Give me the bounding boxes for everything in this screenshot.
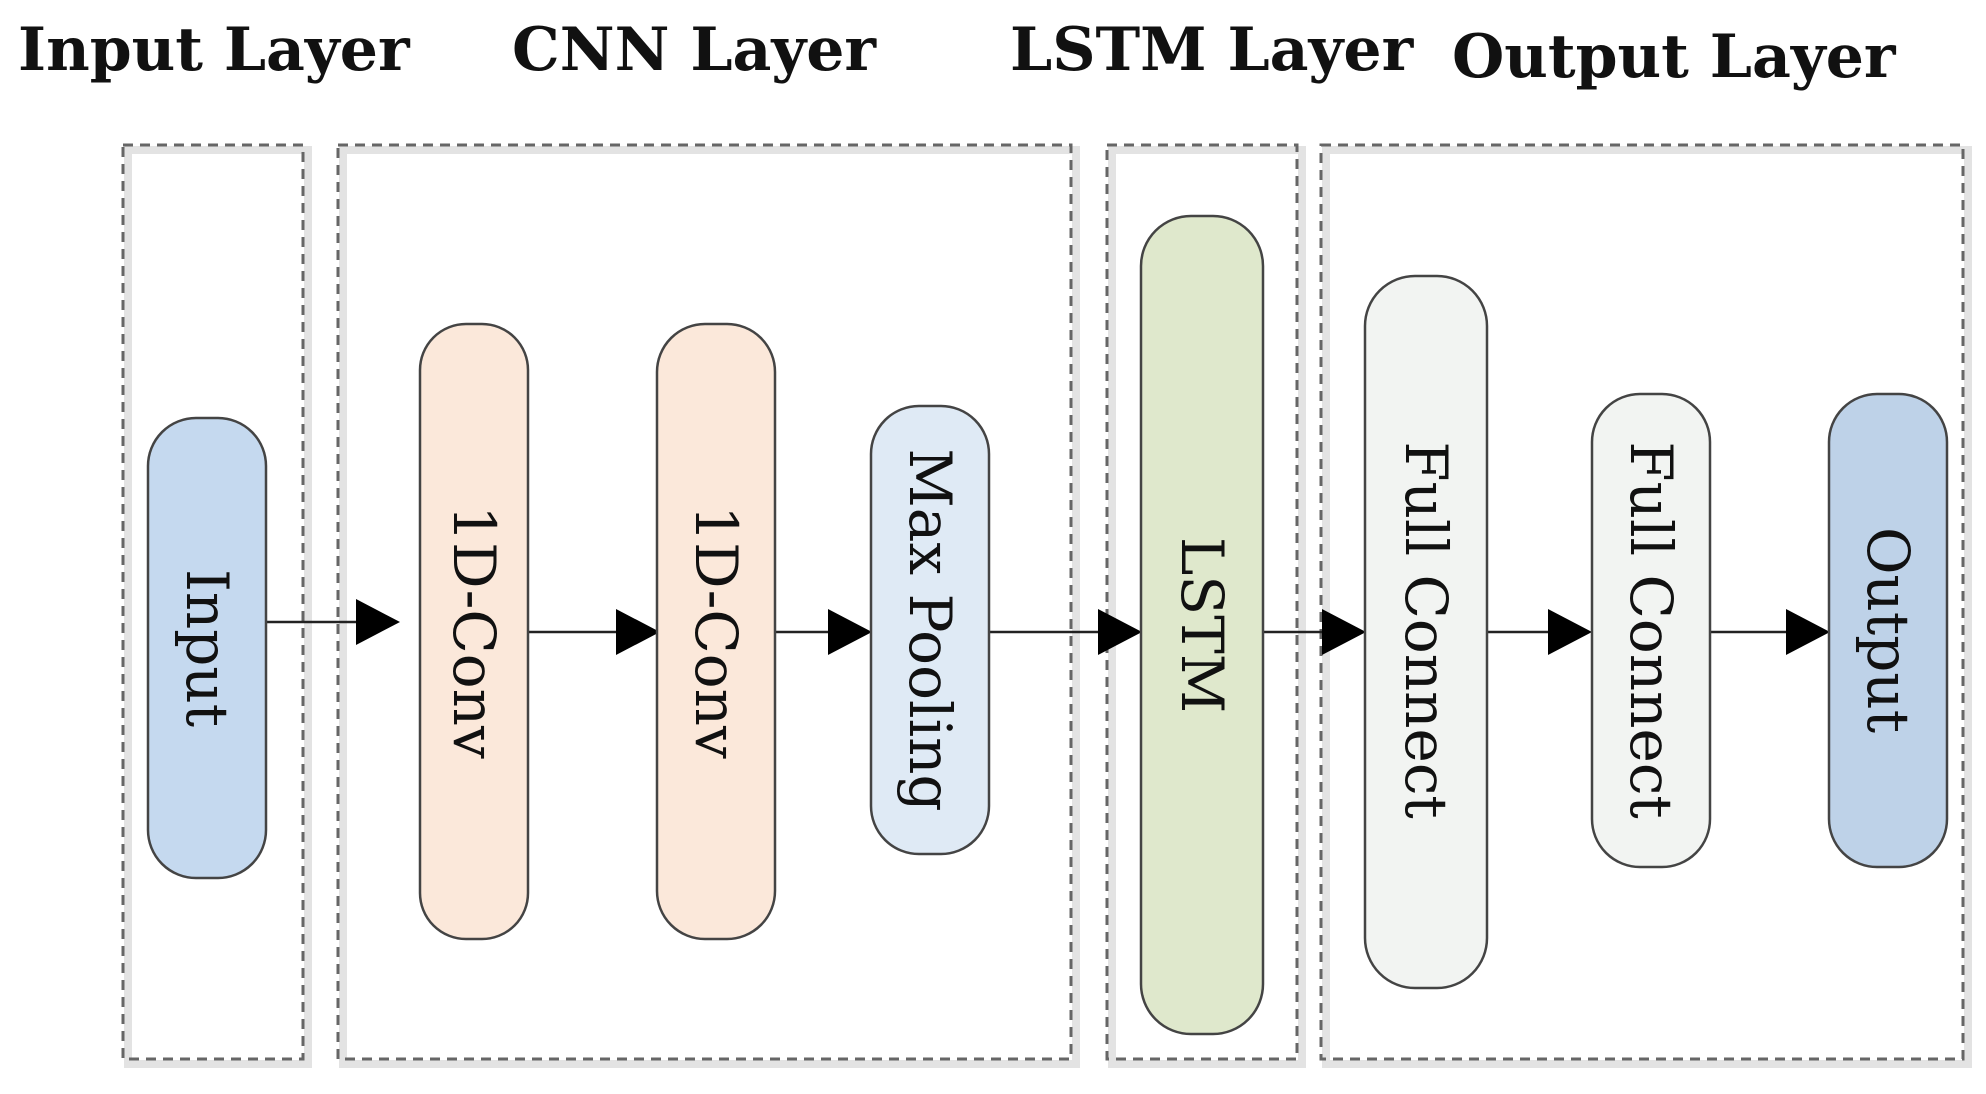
group-output-layer [1319, 143, 1972, 1068]
heading-cnn-layer: CNN Layer [512, 15, 877, 85]
node-input-shape [146, 416, 268, 880]
node-maxpool-label: Max Pooling [896, 448, 964, 811]
heading-lstm-layer: LSTM Layer [1010, 15, 1415, 85]
arrow-head-icon [1322, 609, 1366, 655]
group-cnn-layer [336, 143, 1080, 1068]
node-fc2-shape [1590, 392, 1712, 869]
node-fc2-label: Full Connect [1617, 441, 1685, 818]
node-maxpool: Max Pooling [869, 404, 991, 856]
arrow-head-icon [828, 609, 872, 655]
edge-fc1-to-fc2 [1487, 609, 1592, 655]
node-input: Input [146, 416, 268, 880]
group-input-layer [121, 143, 312, 1068]
node-fc2: Full Connect [1590, 392, 1712, 869]
node-fc1-label: Full Connect [1392, 441, 1460, 818]
group-lstm-layer [1105, 143, 1306, 1068]
node-output: Output [1827, 392, 1949, 869]
node-output-label: Output [1854, 527, 1922, 733]
node-fc1: Full Connect [1363, 274, 1489, 990]
edge-fc2-to-output [1710, 609, 1830, 655]
node-conv1: 1D-Conv [418, 322, 530, 941]
edge-conv2-to-maxpool [775, 609, 872, 655]
node-lstm: LSTM [1139, 214, 1265, 1036]
edge-maxpool-to-lstm [989, 609, 1142, 655]
edges [266, 599, 1830, 655]
arrow-head-icon [356, 599, 400, 645]
node-conv2: 1D-Conv [655, 322, 777, 941]
node-lstm-label: LSTM [1168, 537, 1236, 713]
node-maxpool-shape [869, 404, 991, 856]
heading-output-layer: Output Layer [1452, 22, 1897, 92]
edge-input-to-conv1 [266, 599, 400, 645]
node-conv1-shape [418, 322, 530, 941]
node-lstm-shape [1139, 214, 1265, 1036]
node-conv2-shape [655, 322, 777, 941]
node-fc1-shape [1363, 274, 1489, 990]
edge-lstm-to-fc1 [1263, 609, 1366, 655]
arrow-head-icon [1098, 609, 1142, 655]
node-output-shape [1827, 392, 1949, 869]
heading-input-layer: Input Layer [18, 15, 411, 85]
arrow-head-icon [1786, 609, 1830, 655]
node-input-label: Input [173, 569, 241, 727]
edge-conv1-to-conv2 [528, 609, 660, 655]
arrow-head-icon [1548, 609, 1592, 655]
node-conv1-label: 1D-Conv [440, 505, 508, 759]
arrow-head-icon [616, 609, 660, 655]
node-conv2-label: 1D-Conv [682, 505, 750, 759]
